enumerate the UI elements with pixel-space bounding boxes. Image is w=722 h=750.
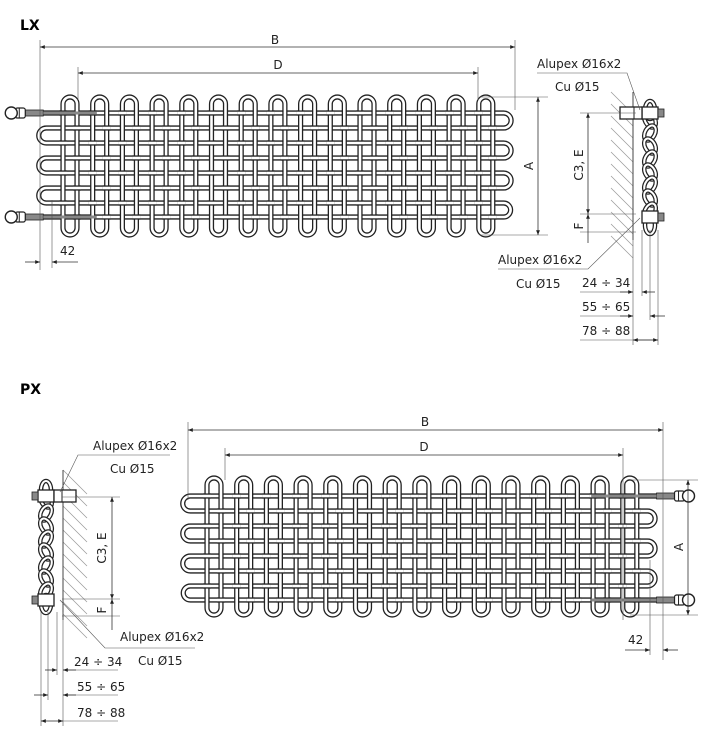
pipe-stub <box>31 491 39 501</box>
dim-b-label: B <box>421 415 429 429</box>
pipe-stub <box>31 595 39 605</box>
vertical-loop <box>268 94 288 238</box>
lx-side-view <box>610 91 665 259</box>
top-alupex-label: Alupex Ø16x2 <box>537 57 621 71</box>
vertical-loop <box>327 94 347 238</box>
depth-label-2: 55 ÷ 65 <box>77 680 125 694</box>
vertical-loop <box>352 475 373 618</box>
dim-d-label: D <box>419 440 428 454</box>
vertical-loop <box>149 94 169 238</box>
vertical-loop <box>234 475 254 618</box>
connection-block <box>37 593 55 607</box>
vertical-loop <box>119 94 140 238</box>
section-title-lx: LX <box>20 18 40 34</box>
lx-side-annotations: Alupex Ø16x2 Cu Ø15 Alupex Ø16x2 Cu Ø15 … <box>498 57 665 345</box>
lx-dimensions: B D A 42 <box>25 33 548 270</box>
depth-label-1: 24 ÷ 34 <box>582 276 630 290</box>
vertical-loop <box>471 475 491 618</box>
vertical-loop <box>416 94 436 238</box>
dim-f-label: F <box>572 222 586 229</box>
px-side-view <box>31 469 88 639</box>
dim-offset-label: 42 <box>628 633 643 647</box>
vertical-loop <box>90 94 110 238</box>
valve-icon <box>4 106 44 120</box>
dim-a-label: A <box>522 161 536 170</box>
vertical-loop <box>293 475 313 618</box>
dim-a-label: A <box>672 542 686 551</box>
bottom-cu-label: Cu Ø15 <box>138 654 183 668</box>
horizontal-tube <box>36 110 514 220</box>
vertical-loop <box>204 475 224 618</box>
vertical-loop <box>60 94 80 238</box>
valve-icon <box>4 210 44 224</box>
valve-head-icon <box>53 489 77 503</box>
top-cu-label: Cu Ø15 <box>110 462 155 476</box>
px-dimensions: B D A 42 <box>187 415 698 660</box>
top-alupex-label: Alupex Ø16x2 <box>93 439 177 453</box>
px-front-view <box>180 475 696 618</box>
vertical-loop <box>263 475 283 618</box>
vertical-loop <box>442 475 462 618</box>
vertical-loop <box>412 475 432 618</box>
dim-c3e-label: C3, E <box>95 532 109 563</box>
vertical-loop <box>476 94 496 238</box>
dim-b-label: B <box>271 33 279 47</box>
vertical-loop <box>560 475 581 618</box>
vertical-loop <box>179 94 199 238</box>
pipe-stub <box>657 108 665 118</box>
vertical-loop <box>323 475 343 618</box>
dim-offset-label: 42 <box>60 244 75 258</box>
lx-front-view <box>4 94 514 238</box>
dim-f-label: F <box>95 606 109 613</box>
depth-label-3: 78 ÷ 88 <box>582 324 630 338</box>
vertical-loop <box>208 94 229 238</box>
valve-icon <box>656 593 696 607</box>
section-title-px: PX <box>20 382 41 398</box>
connection-block <box>37 489 55 503</box>
dim-c3e-label: C3, E <box>572 149 586 180</box>
horizontal-tube <box>180 493 658 603</box>
connection-block <box>641 106 659 120</box>
bottom-alupex-label: Alupex Ø16x2 <box>120 630 204 644</box>
vertical-loop <box>446 94 466 238</box>
vertical-loop <box>387 94 407 238</box>
vertical-loop <box>357 94 377 238</box>
vertical-loop <box>298 94 318 238</box>
depth-label-3: 78 ÷ 88 <box>77 706 125 720</box>
connection-block <box>641 210 659 224</box>
vertical-loop <box>382 475 402 618</box>
depth-label-1: 24 ÷ 34 <box>74 655 122 669</box>
bottom-cu-label: Cu Ø15 <box>516 277 561 291</box>
px-side-annotations: Alupex Ø16x2 Cu Ø15 Alupex Ø16x2 Cu Ø15 … <box>34 439 204 726</box>
top-cu-label: Cu Ø15 <box>555 80 600 94</box>
valve-icon <box>656 489 696 503</box>
vertical-loop <box>590 475 610 618</box>
depth-label-2: 55 ÷ 65 <box>582 300 630 314</box>
pipe-stub <box>657 212 665 222</box>
bottom-alupex-label: Alupex Ø16x2 <box>498 253 582 267</box>
vertical-loop <box>238 94 258 238</box>
dim-d-label: D <box>273 58 282 72</box>
vertical-loop <box>501 475 521 618</box>
vertical-loop <box>531 475 551 618</box>
